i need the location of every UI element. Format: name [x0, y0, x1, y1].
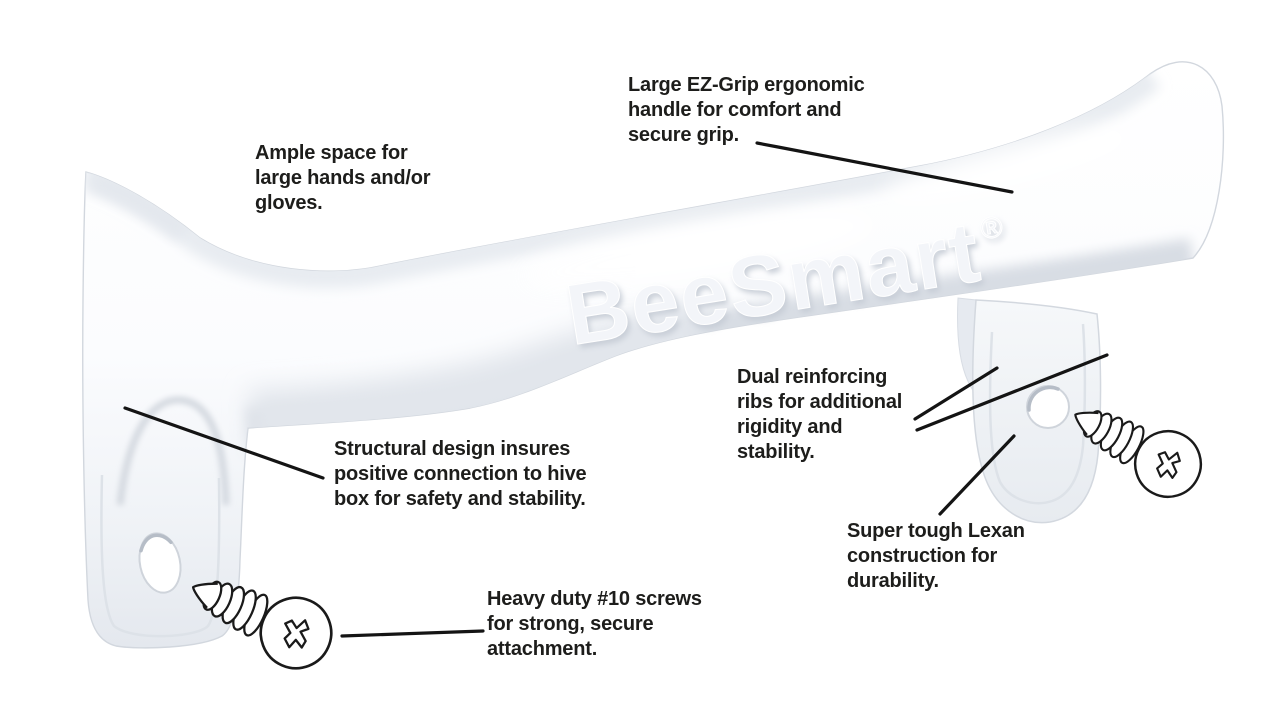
- callout-ample-space: Ample space for large hands and/or glove…: [255, 142, 431, 214]
- callout-lexan: Super tough Lexan construction for durab…: [847, 520, 1025, 592]
- left-mounting-hole: [138, 532, 182, 594]
- leader-ez-grip: [755, 141, 1014, 194]
- callout-dual-ribs: Dual reinforcing ribs for additional rig…: [737, 366, 903, 463]
- left-foot-recess-contour: [100, 474, 221, 638]
- leader-dual-ribs-1: [913, 366, 999, 421]
- tab-shading: [88, 169, 192, 241]
- left-bracket-rib-arch: [116, 396, 230, 506]
- leader-structural: [123, 406, 325, 480]
- swoop-shading: [248, 302, 705, 450]
- right-mounting-hole: [1026, 385, 1070, 429]
- right-mounting-bracket: [957, 297, 1102, 524]
- right-hole-shadow: [1027, 385, 1060, 412]
- leader-lexan: [938, 434, 1016, 516]
- callout-screws: Heavy duty #10 screws for strong, secure…: [487, 588, 702, 660]
- handle-body: [82, 61, 1225, 649]
- callout-structural: Structural design insures positive conne…: [334, 438, 587, 510]
- leader-dual-ribs-2: [915, 353, 1109, 432]
- specular-highlight-2: [883, 126, 1137, 204]
- callout-ez-grip: Large EZ-Grip ergonomic handle for comfo…: [628, 74, 865, 146]
- specular-highlight: [522, 210, 878, 290]
- right-bracket-recess-contour: [988, 323, 1087, 505]
- leader-screws: [340, 629, 485, 638]
